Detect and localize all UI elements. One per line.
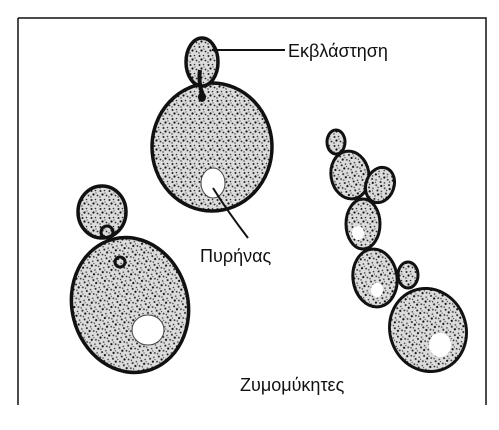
bud-neck-dot [198,92,206,102]
left-yeast-cell [57,186,202,385]
nucleus-left-cell [132,315,164,345]
budding-yeast-cell [152,38,272,211]
chain-cell-1 [327,130,345,154]
chain-nucleus-5 [429,333,451,357]
chain-bud [398,262,418,288]
chain-nucleus-3 [352,226,364,240]
nucleus-top-cell [201,168,225,198]
caption-label: Ζυμομύκητες [240,375,345,395]
yeast-chain [327,130,478,382]
nucleus-label: Πυρήνας [200,246,271,266]
left-mother-cell [57,225,202,385]
bud-cell [186,38,218,86]
chain-cell-3 [346,199,380,249]
chain-cell-4 [349,246,401,310]
chain-nucleus-4 [371,283,383,297]
budding-label: Εκβλάστηση [288,41,388,61]
